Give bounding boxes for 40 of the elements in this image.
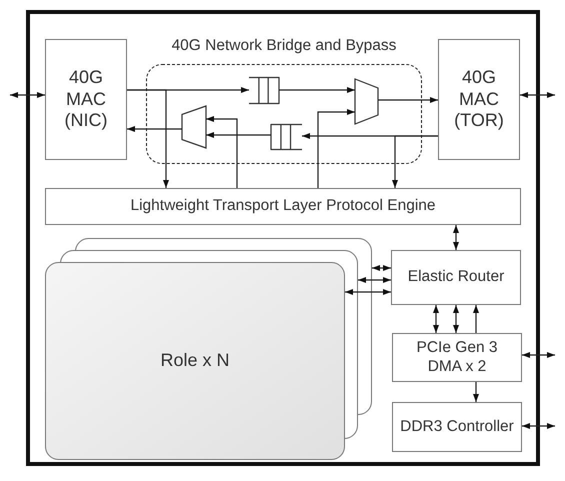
arrow bbox=[392, 135, 438, 188]
board-outline bbox=[26, 10, 540, 466]
arrow bbox=[317, 109, 355, 188]
block-label: PCIe Gen 3 DMA x 2 bbox=[416, 338, 498, 376]
module-box bbox=[392, 402, 522, 452]
module-box bbox=[45, 39, 127, 160]
block-label: Lightweight Transport Layer Protocol Engine bbox=[130, 197, 436, 216]
arrow bbox=[522, 352, 555, 358]
multiplexer-symbol bbox=[182, 106, 206, 148]
arrow bbox=[206, 116, 238, 188]
module-box bbox=[45, 188, 521, 225]
arrow bbox=[206, 132, 271, 138]
arrow bbox=[345, 289, 391, 295]
block-label: DDR3 Controller bbox=[400, 418, 514, 436]
arrow bbox=[473, 305, 479, 333]
arrow bbox=[127, 89, 169, 188]
arrow bbox=[522, 423, 555, 429]
arrow bbox=[372, 265, 391, 271]
arrow bbox=[378, 97, 438, 103]
arrow bbox=[358, 277, 391, 283]
role-card-stack bbox=[45, 238, 372, 460]
arrow bbox=[453, 225, 459, 250]
fifo-symbol bbox=[271, 124, 302, 150]
group-heading: 40G Network Bridge and Bypass bbox=[170, 37, 398, 55]
arrow bbox=[453, 305, 459, 333]
block-label: 40G MAC (TOR) bbox=[453, 67, 505, 132]
module-box bbox=[391, 250, 521, 305]
module-box bbox=[392, 333, 522, 382]
arrow bbox=[127, 126, 182, 132]
block-label: Elastic Router bbox=[408, 268, 504, 287]
multiplexer-symbol bbox=[355, 79, 378, 124]
fifo-symbol bbox=[249, 77, 279, 104]
arrow bbox=[10, 92, 45, 98]
arrow bbox=[520, 92, 555, 98]
arrow bbox=[433, 305, 439, 333]
block-label: Role x N bbox=[159, 350, 231, 372]
arrow bbox=[279, 87, 355, 93]
block-label: 40G MAC (NIC) bbox=[64, 67, 108, 132]
arrow bbox=[473, 382, 479, 402]
module-box bbox=[438, 39, 520, 160]
